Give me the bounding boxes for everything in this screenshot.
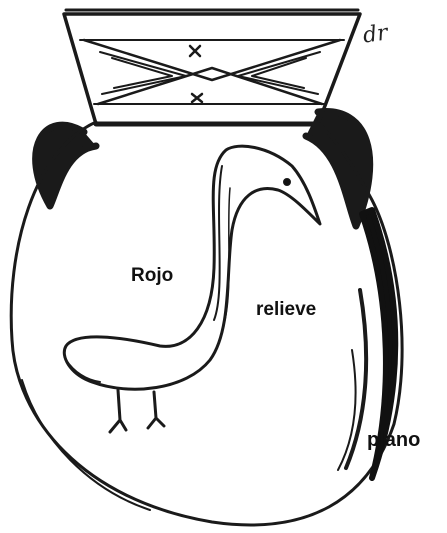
- label-relieve: relieve: [256, 300, 316, 319]
- neck-x-pattern: [84, 40, 340, 104]
- cross-top: [190, 46, 200, 56]
- bird-neck: [64, 146, 320, 389]
- artist-initials: dr: [361, 20, 389, 48]
- bird-legs: [110, 390, 164, 432]
- label-rojo: Rojo: [131, 266, 173, 285]
- cross-bottom: [192, 94, 202, 102]
- left-handle: [36, 125, 96, 206]
- label-plano: plano: [367, 430, 420, 450]
- bird-eye: [284, 179, 291, 186]
